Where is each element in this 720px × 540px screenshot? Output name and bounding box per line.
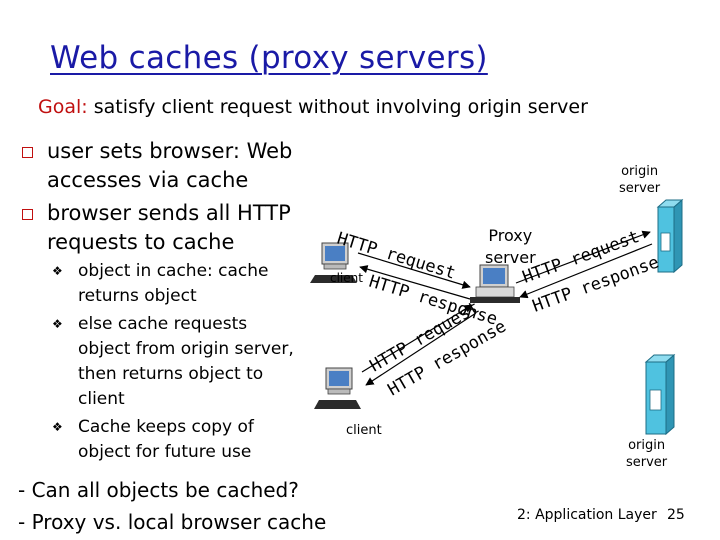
sub-bullet-2-line-2: object from origin server, bbox=[78, 339, 294, 359]
sub-bullet-2-line-4: client bbox=[78, 389, 125, 409]
sub-bullet-2-line-3: then returns object to bbox=[78, 364, 264, 384]
goal-text: satisfy client request without involving… bbox=[87, 96, 588, 118]
bullet-square-icon bbox=[22, 147, 33, 158]
proxy-label-line-1: Proxy bbox=[488, 226, 533, 245]
question-1: - Can all objects be cached? bbox=[18, 478, 299, 502]
sub-bullet-3-line-1: Cache keeps copy of bbox=[78, 417, 254, 437]
bullet-1-line-2: accesses via cache bbox=[47, 168, 249, 192]
client-label-lower: client bbox=[346, 423, 382, 438]
slide-title: Web caches (proxy servers) bbox=[50, 40, 488, 76]
client-computer-icon bbox=[314, 367, 361, 409]
bullet-2-line-1: browser sends all HTTP bbox=[47, 201, 291, 225]
arrow-response-1 bbox=[359, 265, 471, 300]
arrow-response-3 bbox=[519, 243, 653, 299]
sub-bullet-3-line-2: object for future use bbox=[78, 442, 252, 462]
origin-label-line-1: origin bbox=[628, 438, 666, 453]
bullet-1-line-1: user sets browser: Web bbox=[47, 139, 293, 163]
origin-server-icon bbox=[644, 353, 676, 436]
footer-chapter: 2: Application Layer bbox=[517, 507, 657, 523]
arrow-request-2 bbox=[361, 304, 473, 373]
bullet-2-line-2: requests to cache bbox=[47, 230, 235, 254]
origin-server-label-lower: origin server bbox=[626, 437, 667, 471]
bullet-square-icon bbox=[22, 209, 33, 220]
arrow-request-3 bbox=[515, 230, 651, 284]
proxy-server-icon bbox=[470, 264, 520, 303]
client-computer-icon bbox=[310, 242, 357, 283]
origin-server-label-upper: origin server bbox=[619, 163, 660, 197]
footer-page-number: 25 bbox=[667, 507, 685, 523]
diamond-bullet-icon: ❖ bbox=[52, 420, 63, 434]
sub-bullet-1-line-2: returns object bbox=[78, 286, 197, 306]
client-label-upper: client bbox=[330, 271, 363, 285]
sub-bullet-1-line-1: object in cache: cache bbox=[78, 261, 269, 281]
origin-label-line-1: origin bbox=[621, 164, 659, 179]
sub-bullet-2-line-1: else cache requests bbox=[78, 314, 248, 334]
diamond-bullet-icon: ❖ bbox=[52, 264, 63, 278]
arrow-request-1 bbox=[357, 252, 471, 289]
origin-server-icon bbox=[656, 198, 684, 274]
question-2: - Proxy vs. local browser cache bbox=[18, 510, 327, 534]
origin-label-line-2: server bbox=[619, 181, 661, 196]
goal-label: Goal: bbox=[38, 96, 88, 118]
proxy-label-line-2: server bbox=[485, 248, 536, 267]
proxy-server-label: Proxy server bbox=[485, 225, 536, 269]
arrow-response-2 bbox=[365, 312, 477, 386]
origin-label-line-2: server bbox=[626, 455, 668, 470]
goal-line: Goal: satisfy client request without inv… bbox=[38, 96, 588, 118]
diamond-bullet-icon: ❖ bbox=[52, 317, 63, 331]
